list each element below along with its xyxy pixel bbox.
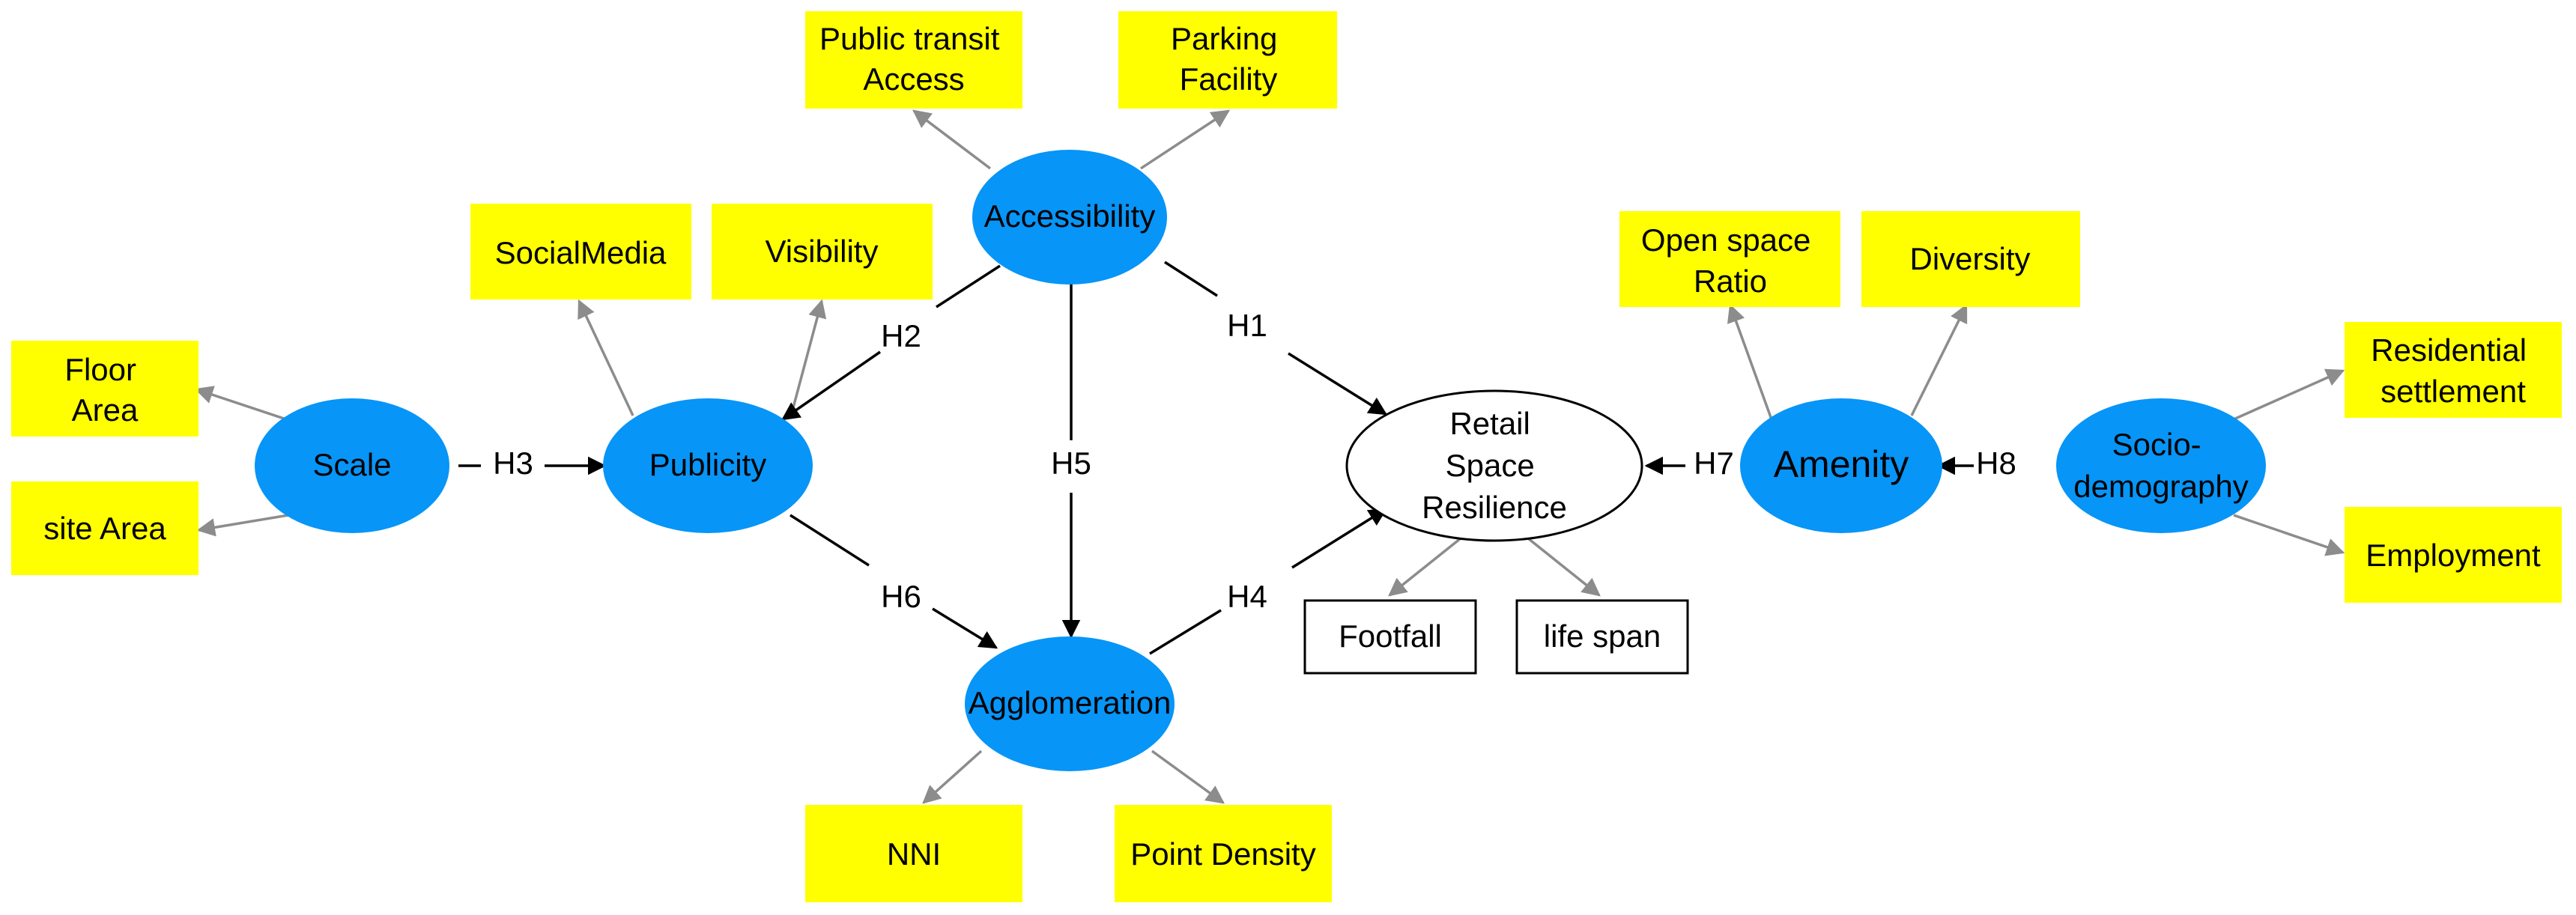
indicator-footfall: Footfall — [1303, 599, 1477, 675]
amenity-label: Amenity — [1774, 443, 1909, 485]
floor-area-line-2: Area — [72, 392, 139, 428]
label-h3: H3 — [493, 446, 533, 481]
edge-scale-site-area — [196, 514, 289, 537]
label-h6: H6 — [881, 579, 921, 614]
accessibility-label: Accessibility — [984, 198, 1156, 234]
agglomeration-label: Agglomeration — [969, 685, 1172, 720]
construct-agglomeration: Agglomeration — [965, 636, 1175, 771]
edge-h2-upper — [936, 264, 1001, 308]
resilience-line-1: Retail — [1449, 406, 1530, 441]
svg-text:Floor Area: Floor Area — [64, 352, 145, 428]
residential-line-1: Residential — [2371, 332, 2527, 368]
svg-text:Public transit Access: Public transit Access — [819, 21, 1008, 97]
indicator-open-space: Open space Ratio — [1619, 211, 1840, 307]
visibility-line-1: Visibility — [766, 234, 879, 269]
life-span-line-1: life span — [1544, 618, 1661, 654]
svg-text:Residential settlement: Residential settlement — [2371, 332, 2535, 409]
diversity-line-1: Diversity — [1909, 241, 2030, 276]
construct-nodes: Scale Publicity Accessibility Agglomerat… — [255, 150, 2266, 771]
edge-h6-upper — [790, 514, 870, 567]
indicator-public-transit: Public transit Access — [805, 11, 1022, 109]
edge-h2-lower — [781, 350, 881, 421]
svg-text:Open space Ratio: Open space Ratio — [1641, 222, 1819, 299]
edge-h1-upper — [1164, 261, 1218, 297]
edge-agglomeration-nni — [922, 750, 983, 804]
svg-text:Retail Space R: Retail Space Resilience — [1422, 406, 1567, 525]
nni-line-1: NNI — [887, 836, 941, 872]
label-h2: H2 — [881, 318, 921, 353]
construct-socio-demography: Socio- demography — [2056, 398, 2266, 533]
construct-accessibility: Accessibility — [972, 150, 1167, 285]
construct-scale: Scale — [255, 398, 449, 533]
footfall-line-1: Footfall — [1339, 618, 1442, 654]
resilience-line-3: Resilience — [1422, 490, 1567, 525]
open-space-line-2: Ratio — [1694, 264, 1767, 299]
indicator-parking: Parking Facility — [1118, 11, 1337, 109]
residential-line-2: settlement — [2380, 374, 2526, 409]
socio-line-2: demography — [2073, 469, 2248, 504]
point-density-line-1: Point Density — [1130, 836, 1315, 872]
indicator-residential: Residential settlement — [2345, 322, 2562, 418]
resilience-line-2: Space — [1446, 448, 1535, 483]
construct-retail-space-resilience: Retail Space Resilience — [1345, 389, 1643, 542]
edge-h4-upper — [1291, 508, 1388, 569]
publicity-label: Publicity — [649, 447, 766, 482]
indicator-site-area: site Area — [11, 481, 198, 575]
label-h7: H7 — [1694, 446, 1734, 481]
edge-scale-floor-area — [194, 386, 287, 421]
hypothesis-labels: H1 H2 H3 H4 H5 H6 H7 H8 — [493, 308, 2016, 614]
parking-line-1: Parking — [1171, 21, 1277, 56]
edge-resilience-life-span — [1523, 534, 1601, 597]
indicator-employment: Employment — [2345, 507, 2562, 603]
social-media-line-1: SocialMedia — [495, 235, 667, 270]
indicator-floor-area: Floor Area — [11, 341, 198, 437]
site-area-line-1: site Area — [43, 511, 166, 546]
edge-h1-lower — [1288, 352, 1388, 416]
edge-socio-employment — [2233, 514, 2345, 556]
indicator-nni: NNI — [805, 805, 1022, 902]
open-space-line-1: Open space — [1641, 222, 1811, 258]
floor-area-line-1: Floor — [64, 352, 136, 387]
hypothesis-edges — [458, 261, 2069, 655]
indicator-point-density: Point Density — [1115, 805, 1332, 902]
indicator-edges — [194, 109, 2345, 804]
public-transit-line-2: Access — [863, 61, 964, 97]
indicator-boxes: Floor Area site Area SocialMedia Visibil… — [11, 11, 2562, 902]
employment-line-1: Employment — [2366, 538, 2541, 573]
edge-agglomeration-point-density — [1151, 750, 1225, 804]
label-h1: H1 — [1227, 308, 1267, 343]
edge-h4-lower — [1149, 609, 1222, 655]
edge-publicity-visibility — [791, 299, 827, 411]
svg-text:Parking Facility: Parking Facility — [1171, 21, 1286, 97]
edge-socio-residential — [2233, 368, 2345, 421]
indicator-diversity: Diversity — [1861, 211, 2080, 307]
scale-label: Scale — [312, 447, 391, 482]
edge-h6-lower — [932, 607, 998, 649]
construct-amenity: Amenity — [1740, 398, 1942, 533]
indicator-social-media: SocialMedia — [470, 204, 691, 300]
svg-text:Socio- demography: Socio- demography — [2073, 427, 2248, 504]
edge-accessibility-parking — [1140, 109, 1231, 170]
parking-line-2: Facility — [1180, 61, 1278, 97]
edge-amenity-diversity — [1910, 303, 1968, 416]
outcome-boxes: Footfall life span — [1303, 599, 1689, 675]
label-h8: H8 — [1976, 446, 2016, 481]
label-h5: H5 — [1051, 446, 1091, 481]
public-transit-line-1: Public transit — [819, 21, 1000, 56]
edge-amenity-open-space — [1727, 303, 1773, 420]
indicator-visibility: Visibility — [712, 204, 933, 300]
edge-accessibility-public-transit — [912, 109, 992, 170]
edge-resilience-footfall — [1388, 534, 1466, 597]
edge-publicity-social-media — [578, 299, 634, 416]
construct-publicity: Publicity — [603, 398, 813, 533]
indicator-life-span: life span — [1515, 599, 1689, 675]
label-h4: H4 — [1227, 579, 1267, 614]
socio-line-1: Socio- — [2112, 427, 2201, 462]
